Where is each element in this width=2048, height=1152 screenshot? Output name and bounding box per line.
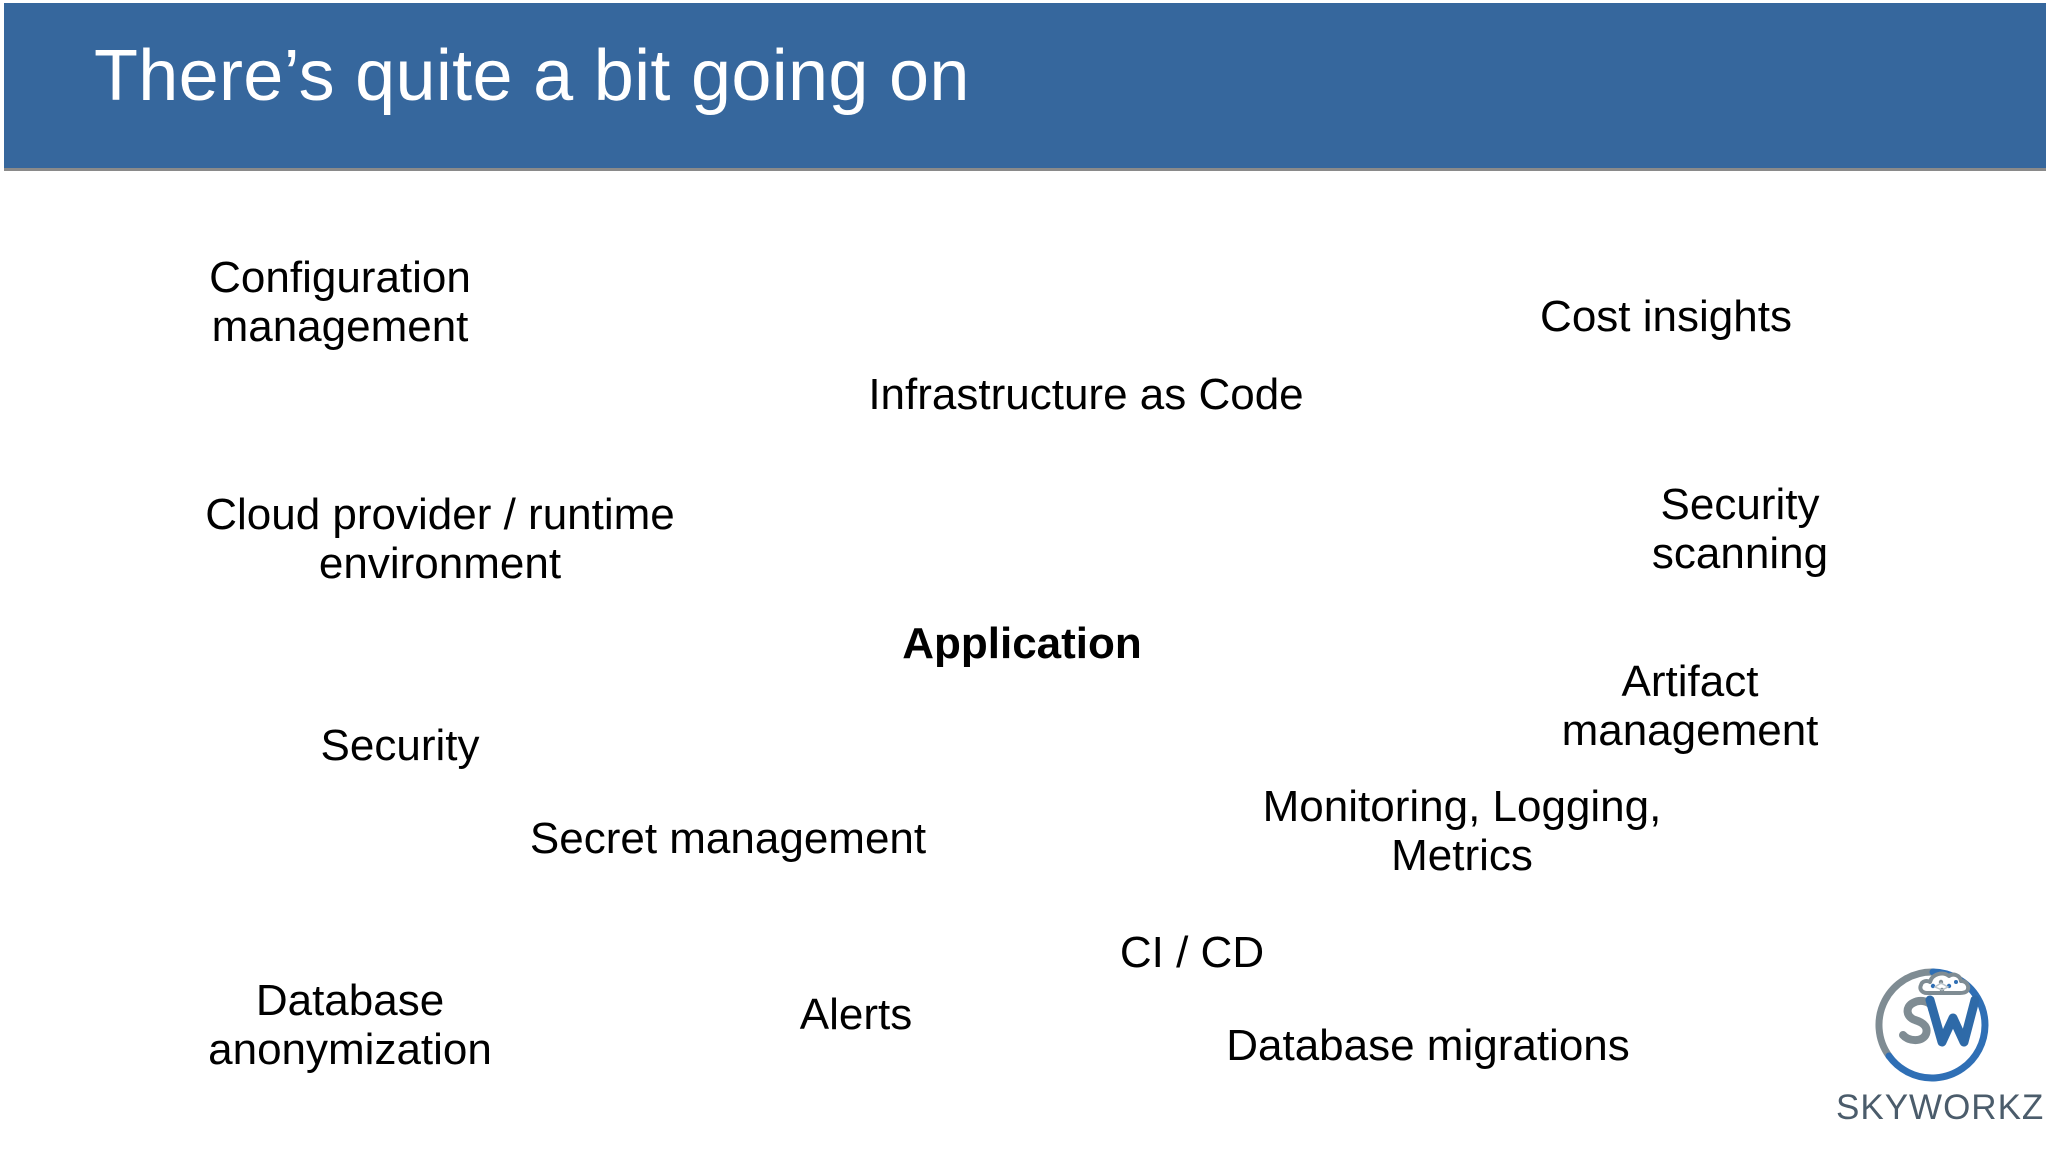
topic-label-infrastructure-as-code: Infrastructure as Code — [868, 370, 1304, 419]
topic-label-secret-management: Secret management — [529, 814, 927, 863]
topic-label-monitoring-logging-metrics: Monitoring, Logging, Metrics — [1262, 782, 1662, 881]
topic-label-database-migrations: Database migrations — [1226, 1021, 1630, 1070]
skyworkz-logo-mark — [1870, 962, 1996, 1088]
topic-label-artifact-management: Artifact management — [1561, 657, 1819, 756]
page-title: There’s quite a bit going on — [94, 36, 970, 116]
title-banner: There’s quite a bit going on — [4, 3, 2046, 171]
topic-label-database-anonymization: Database anonymization — [208, 976, 492, 1075]
topic-label-alerts: Alerts — [799, 990, 913, 1039]
topic-label-cost-insights: Cost insights — [1540, 292, 1792, 341]
topic-label-security-scanning: Security scanning — [1651, 480, 1829, 579]
topic-label-ci-cd: CI / CD — [1119, 928, 1265, 977]
skyworkz-logo: SKYWORKZ — [1836, 962, 2045, 1142]
topic-label-application: Application — [902, 619, 1142, 668]
skyworkz-wordmark: SKYWORKZ — [1836, 1088, 2045, 1127]
topic-label-configuration-management: Configuration management — [209, 253, 471, 352]
topic-label-security: Security — [320, 721, 480, 770]
topic-label-cloud-provider-runtime-environment: Cloud provider / runtime environment — [205, 490, 675, 589]
